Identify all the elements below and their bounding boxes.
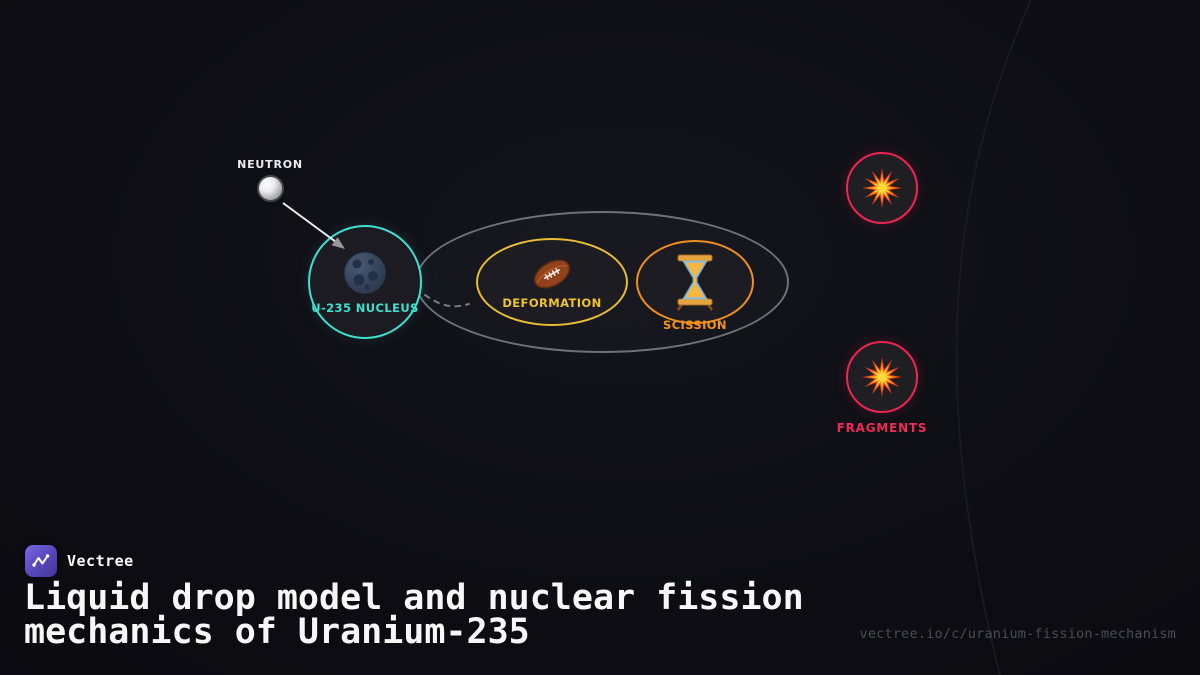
neutron-sphere-icon <box>257 175 284 202</box>
fragments-label: FRAGMENTS <box>836 421 928 435</box>
page-title: Liquid drop model and nuclear fission me… <box>24 578 904 652</box>
hourglass-icon <box>673 253 717 311</box>
scission-label: SCISSION <box>663 318 727 332</box>
fragment-node-top <box>846 152 918 224</box>
fragment-node-bottom <box>846 341 918 413</box>
moon-icon <box>342 250 388 296</box>
football-icon <box>529 254 575 294</box>
nucleus-node: U-235 NUCLEUS <box>308 225 422 339</box>
scission-node <box>636 240 754 324</box>
deformation-label: DEFORMATION <box>502 296 602 310</box>
brand-logo <box>25 545 57 577</box>
page-title-line1: Liquid drop model and nuclear fission <box>24 578 804 618</box>
explosion-icon <box>860 166 904 210</box>
page-url: vectree.io/c/uranium-fission-mechanism <box>859 626 1176 642</box>
brand-name: Vectree <box>67 552 134 570</box>
wave-icon <box>31 551 51 571</box>
page-title-line2: mechanics of Uranium-235 <box>24 612 530 652</box>
explosion-icon <box>860 355 904 399</box>
deformation-node: DEFORMATION <box>476 238 628 326</box>
nucleus-label: U-235 NUCLEUS <box>311 300 419 315</box>
neutron-label: NEUTRON <box>237 158 303 171</box>
